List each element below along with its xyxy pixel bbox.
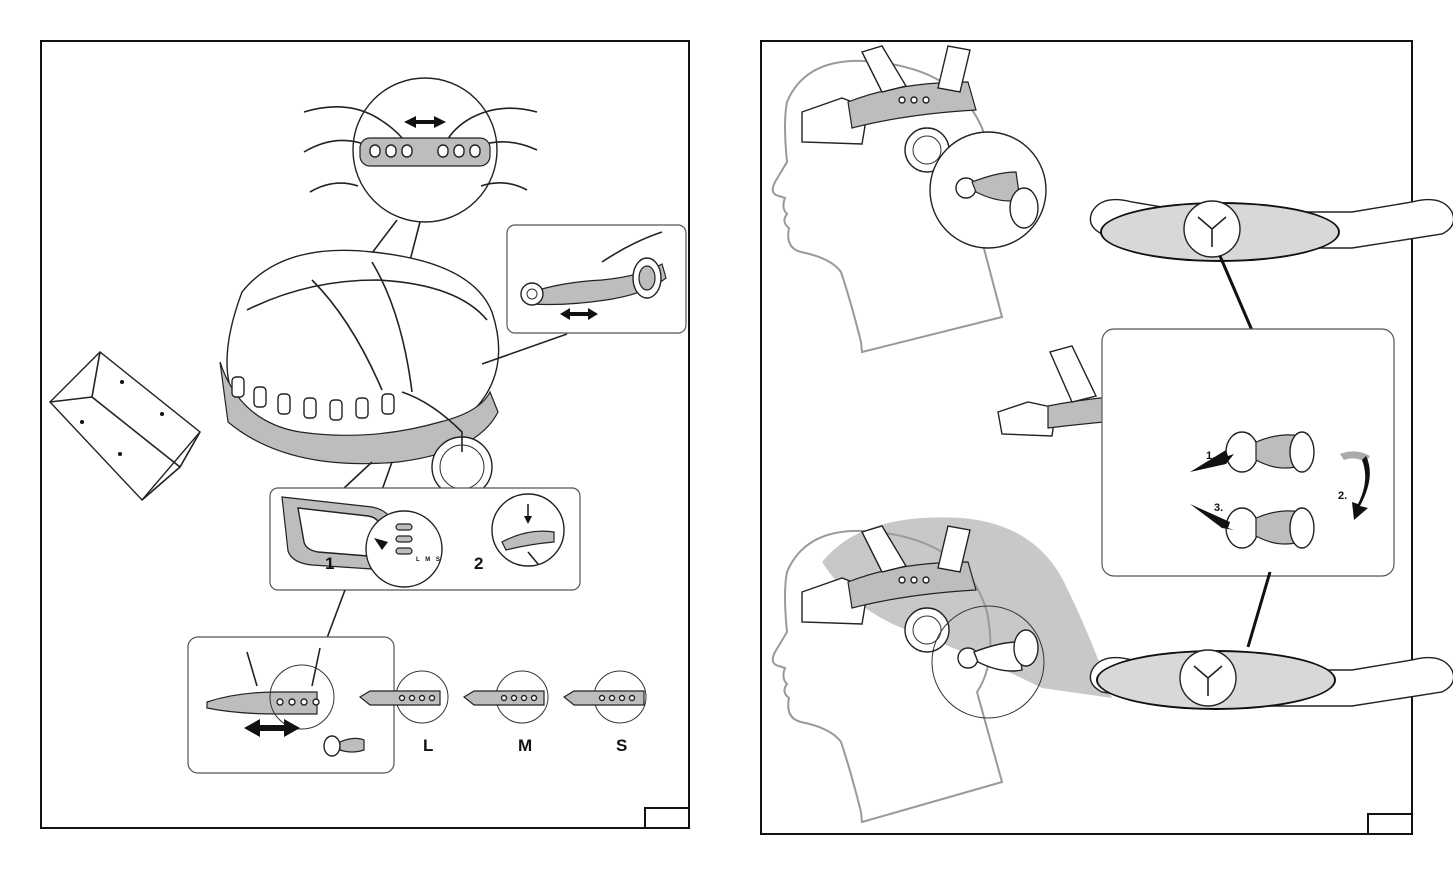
strap-adjust-detail [304,78,537,222]
left-page: 1 2 L M S L M S [40,40,690,829]
page-number-box-left [644,807,690,829]
slot-size-letters: L M S [416,557,442,563]
ratchet-arm-inset [507,225,686,333]
slide-adjust-inset [188,637,394,773]
size-medium-label: M [518,736,532,756]
ratchet-knob-bottom [1090,650,1453,710]
headgear-assembly [220,250,499,497]
size-variants [360,671,646,723]
page-number-box-right [1367,813,1413,835]
knob-swap-inset [1102,329,1394,576]
left-illustration [42,42,692,831]
step-1-label-right: 1. [1206,450,1215,462]
size-slot-inset [270,488,580,590]
ratchet-knob-top [1090,200,1453,262]
head-profile-top [773,46,1046,352]
right-illustration [762,42,1415,837]
head-profile-bottom [773,517,1112,822]
step-1-label: 1 [325,554,334,574]
size-large-label: L [423,736,433,756]
size-small-label: S [616,736,627,756]
step-2-label: 2 [474,554,483,574]
right-page: 1. 2. 3. [760,40,1413,835]
step-2-label-right: 2. [1338,490,1347,502]
step-3-label-right: 3. [1214,502,1223,514]
sweatband-part [50,352,200,500]
